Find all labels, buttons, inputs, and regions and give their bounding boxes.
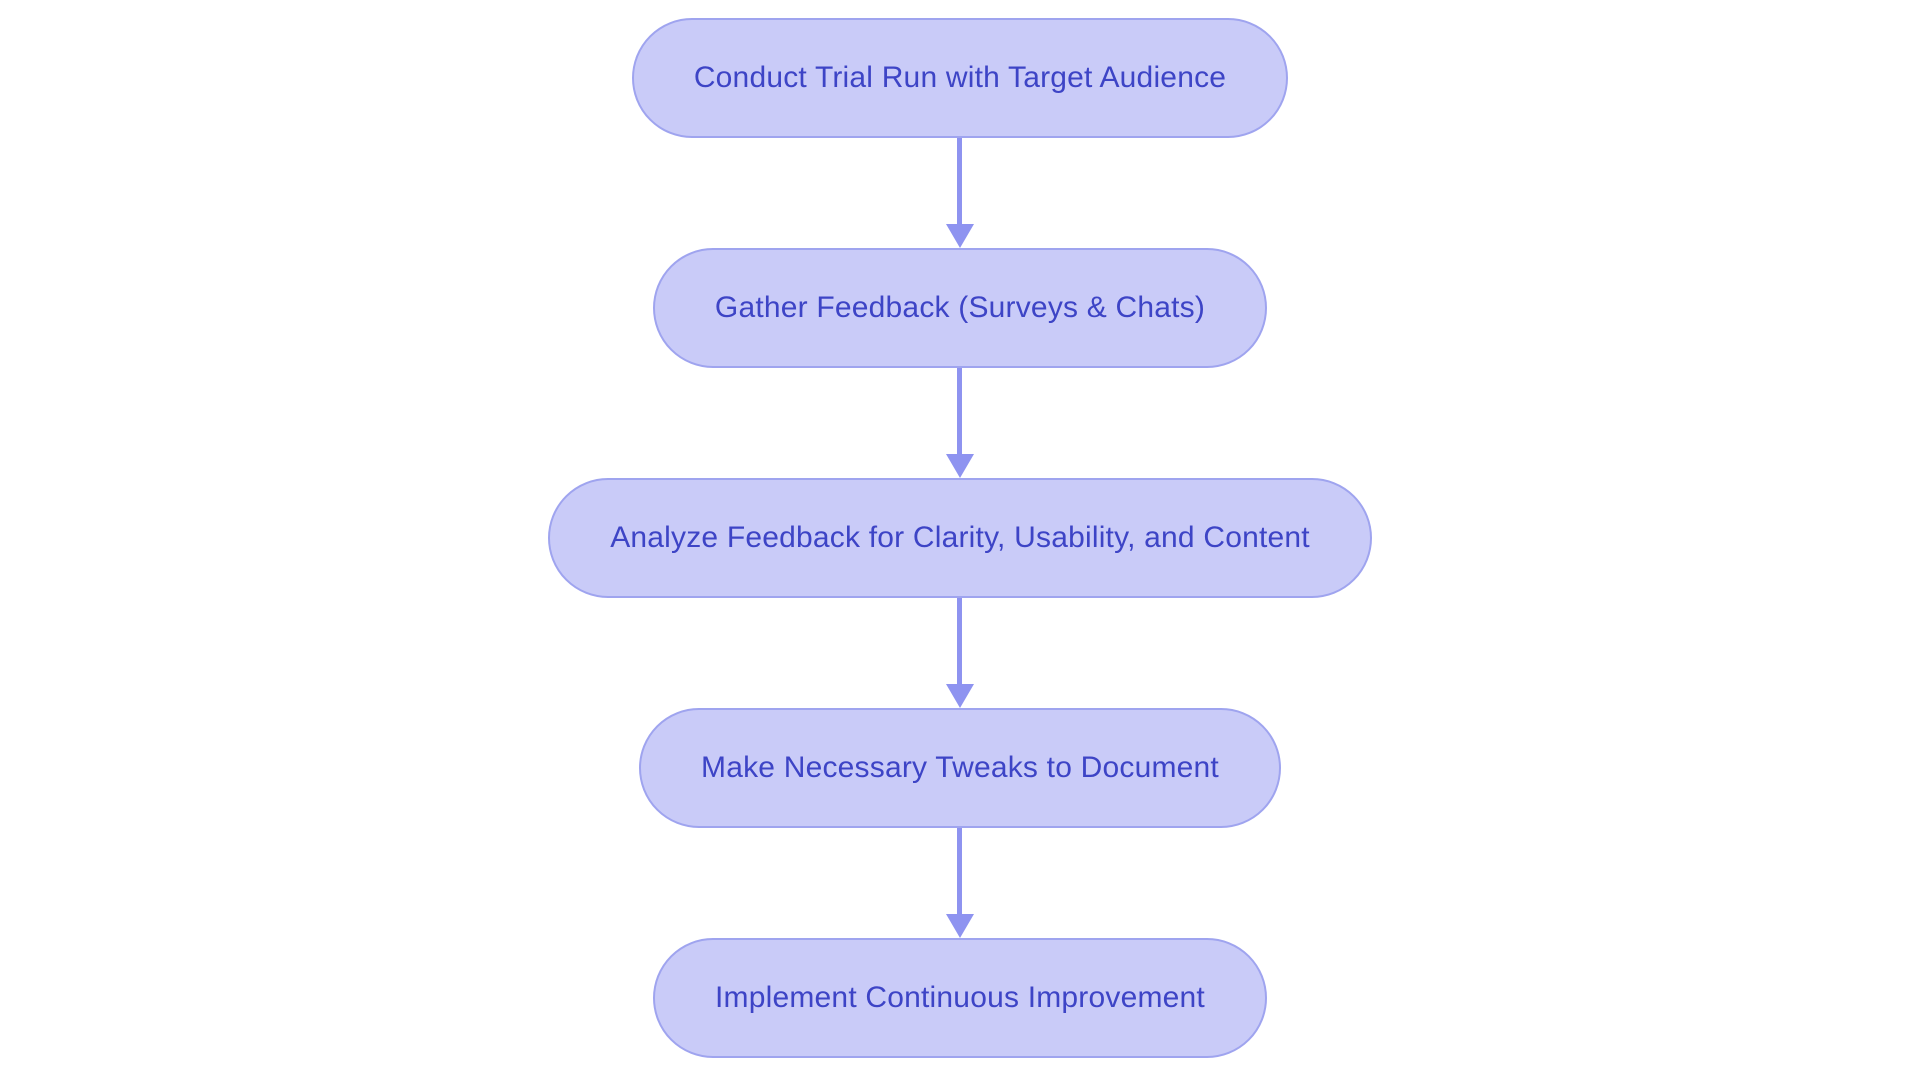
arrow-down-icon: [945, 914, 974, 938]
arrow-down-icon: [945, 684, 974, 708]
flow-node-analyze-feedback: Analyze Feedback for Clarity, Usability,…: [548, 478, 1372, 598]
arrow-connector: [945, 368, 974, 478]
flow-node-make-tweaks: Make Necessary Tweaks to Document: [639, 708, 1281, 828]
flow-node-label: Conduct Trial Run with Target Audience: [693, 61, 1227, 94]
arrow-down-icon: [945, 224, 974, 248]
arrow-down-icon: [945, 454, 974, 478]
arrow-connector: [945, 138, 974, 248]
flow-node-conduct-trial-run: Conduct Trial Run with Target Audience: [631, 18, 1289, 138]
flow-node-gather-feedback: Gather Feedback (Surveys & Chats): [652, 248, 1268, 368]
flow-node-label: Analyze Feedback for Clarity, Usability,…: [610, 521, 1310, 554]
arrow-connector: [945, 828, 974, 938]
flowchart: Conduct Trial Run with Target Audience G…: [548, 0, 1372, 1083]
flow-node-continuous-improvement: Implement Continuous Improvement: [653, 938, 1267, 1058]
arrow-connector: [945, 598, 974, 708]
arrow-line: [957, 828, 963, 914]
arrow-line: [957, 368, 963, 454]
flow-node-label: Gather Feedback (Surveys & Chats): [714, 291, 1206, 324]
flow-node-label: Make Necessary Tweaks to Document: [701, 751, 1219, 784]
flow-node-label: Implement Continuous Improvement: [715, 981, 1205, 1014]
arrow-line: [957, 138, 963, 224]
arrow-line: [957, 598, 963, 684]
